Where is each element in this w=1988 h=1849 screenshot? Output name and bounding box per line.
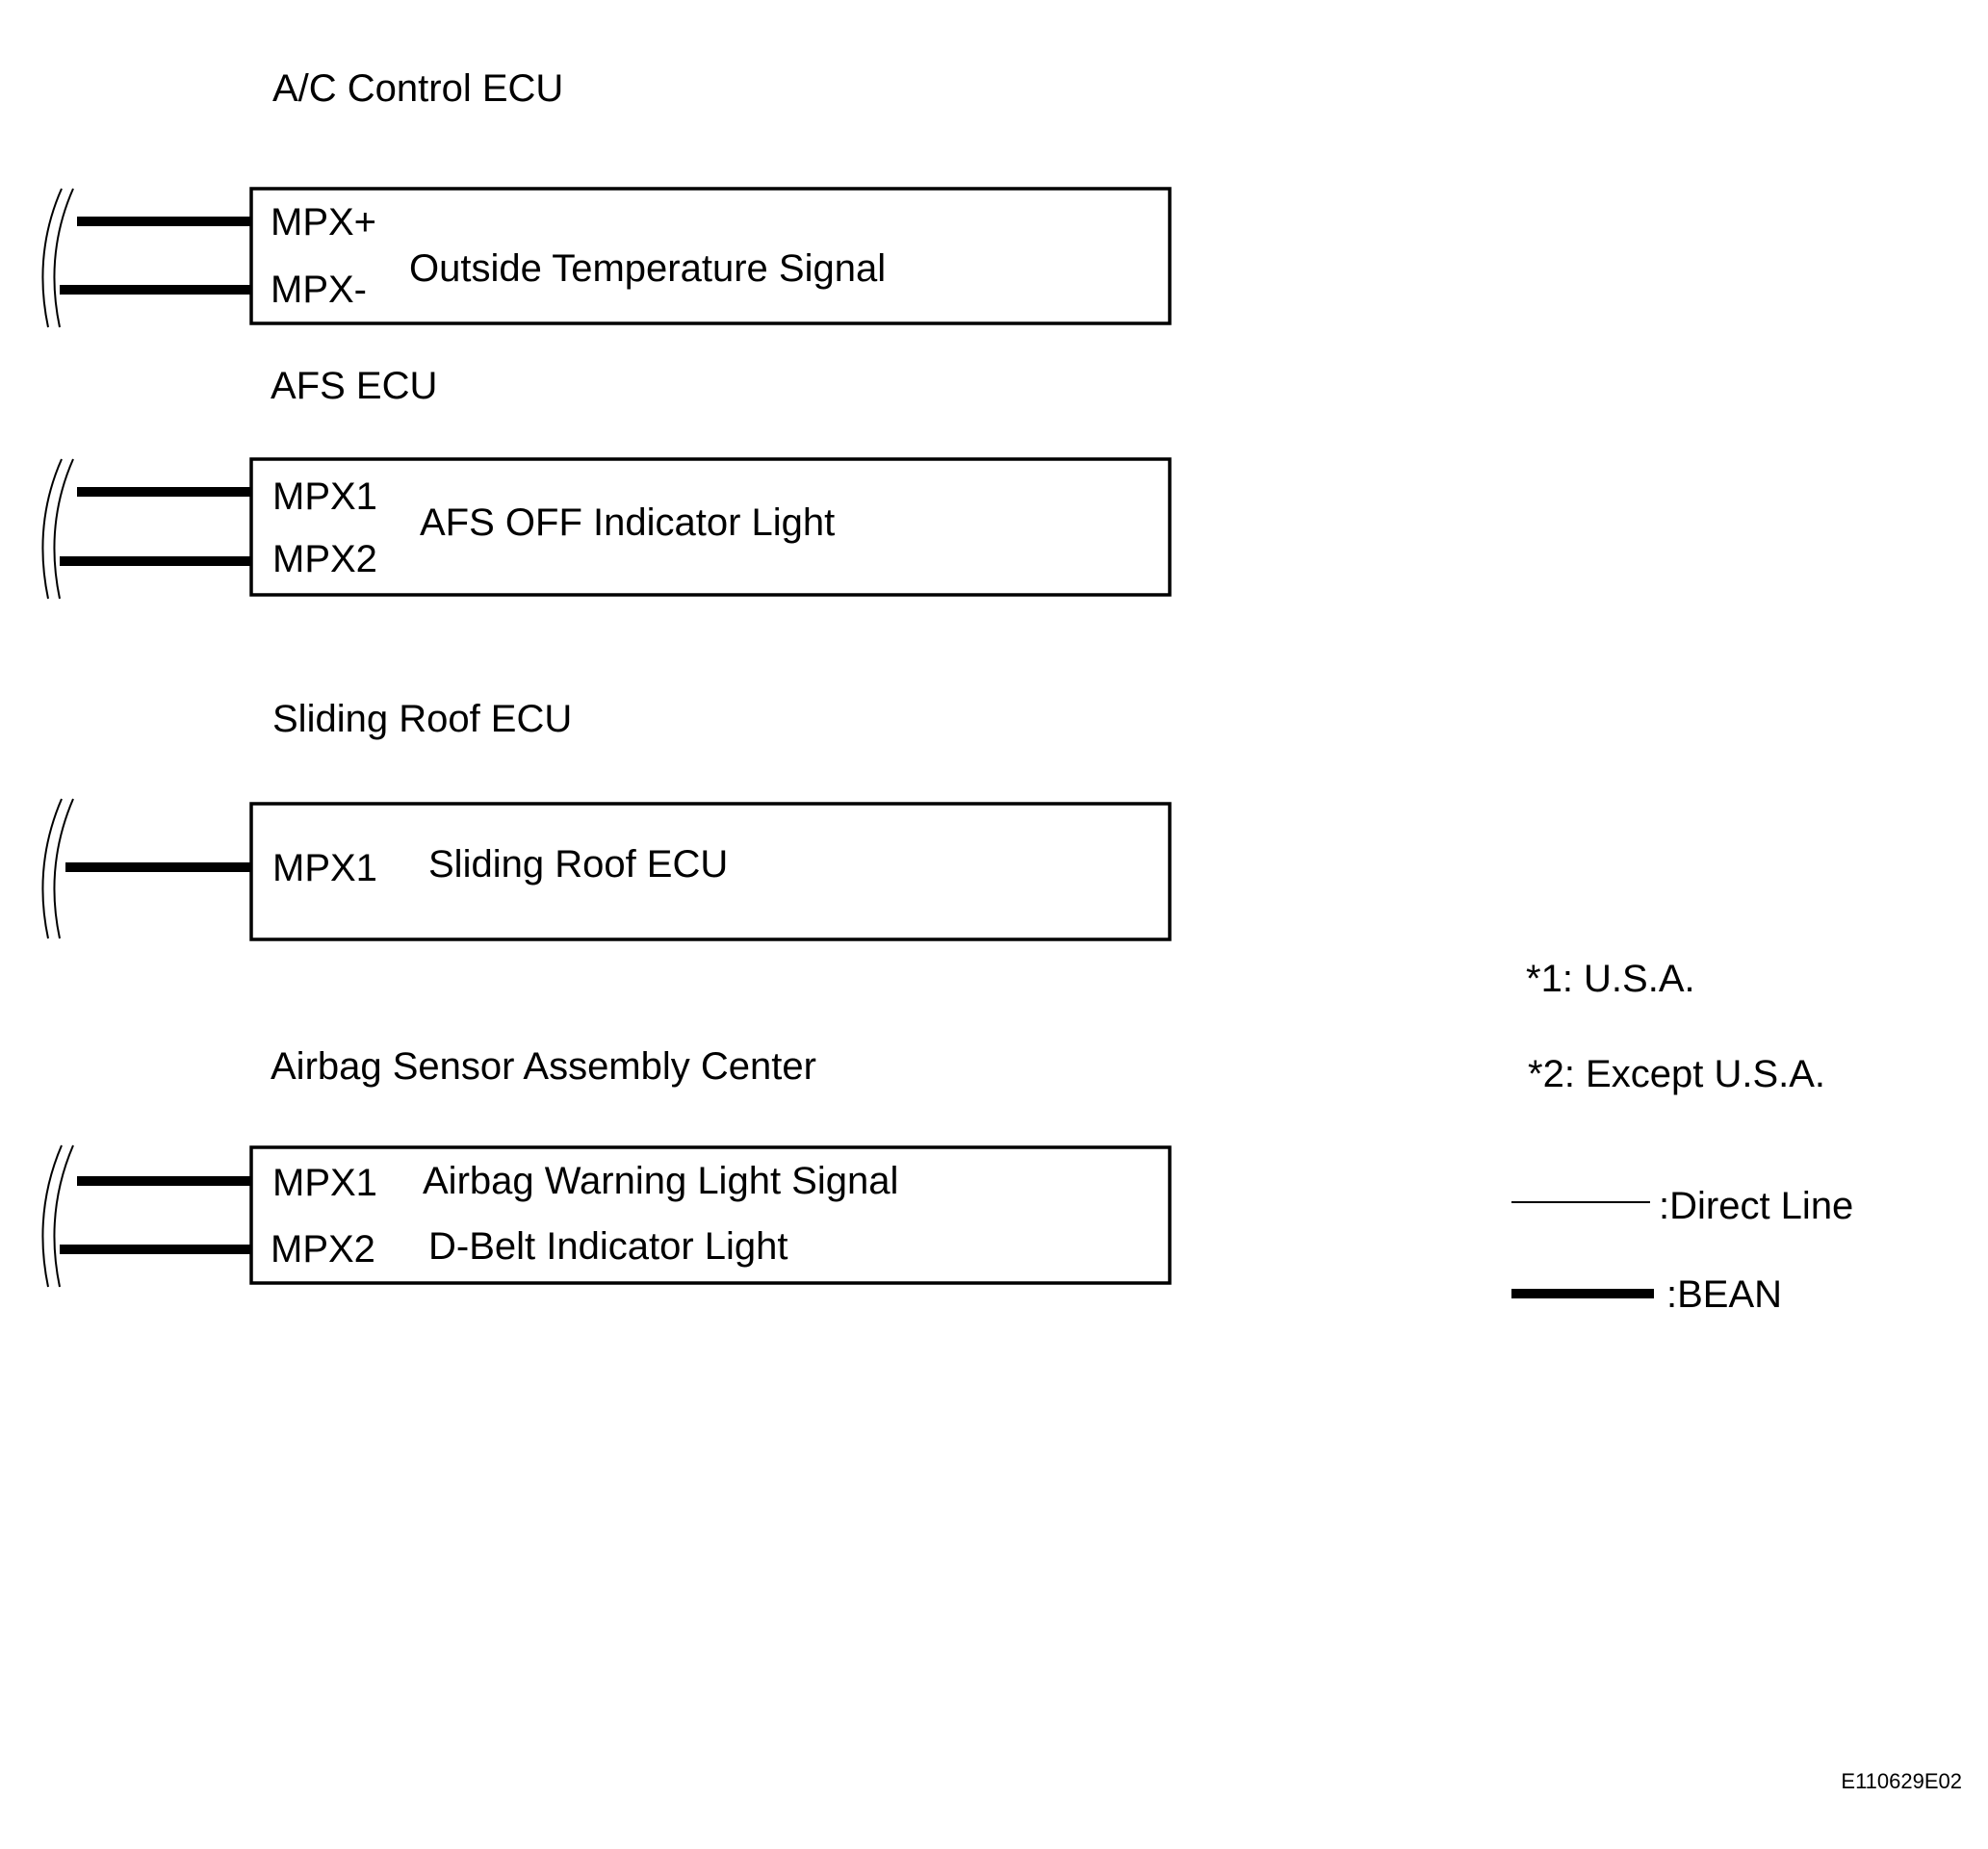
pin-label: MPX2 [271,1228,375,1271]
pin-label: MPX1 [272,847,377,889]
ecu-box [249,1145,1172,1285]
legend: :Direct Line :BEAN [1511,1185,1853,1316]
wire-break-mark [53,1144,74,1288]
signal-description: Airbag Warning Light Signal [423,1160,898,1202]
ecu-box [249,457,1172,597]
pin-label: MPX- [271,269,367,311]
wire-break-mark [41,798,63,939]
figure-code: E110629E02 [1841,1769,1962,1793]
unit-title: AFS ECU [271,365,437,407]
pin-label: MPX2 [272,538,377,580]
unit-title: Airbag Sensor Assembly Center [271,1045,816,1088]
legend-direct-line-label: :Direct Line [1659,1185,1853,1227]
unit-sliding-roof-ecu: Sliding Roof ECU MPX1 Sliding Roof ECU [41,698,1172,941]
wire-break-mark [41,188,63,328]
unit-airbag-sensor-assembly-center: Airbag Sensor Assembly Center MPX1 MPX2 … [41,1045,1172,1288]
notes: *1: U.S.A. *2: Except U.S.A. [1526,958,1825,1095]
wire-break-mark [53,798,74,939]
ecu-box [249,187,1172,325]
signal-description: AFS OFF Indicator Light [420,501,835,544]
signal-description: Outside Temperature Signal [409,247,886,290]
signal-description: Sliding Roof ECU [428,843,728,886]
wire-break-mark [53,458,74,600]
wire-break-mark [41,1144,63,1288]
wire-break-mark [41,458,63,600]
pin-label: MPX1 [272,1162,377,1204]
signal-description: D-Belt Indicator Light [428,1225,788,1268]
note-usa: *1: U.S.A. [1526,958,1695,1000]
unit-title: A/C Control ECU [272,67,563,110]
wire-break-mark [53,188,74,328]
note-except-usa: *2: Except U.S.A. [1528,1053,1825,1095]
unit-ac-control-ecu: A/C Control ECU MPX+ MPX- Outside Temper… [41,67,1172,328]
unit-title: Sliding Roof ECU [272,698,572,740]
pin-label: MPX1 [272,475,377,518]
unit-afs-ecu: AFS ECU MPX1 MPX2 AFS OFF Indicator Ligh… [41,365,1172,600]
pin-label: MPX+ [271,201,376,244]
legend-bean-label: :BEAN [1666,1273,1782,1316]
